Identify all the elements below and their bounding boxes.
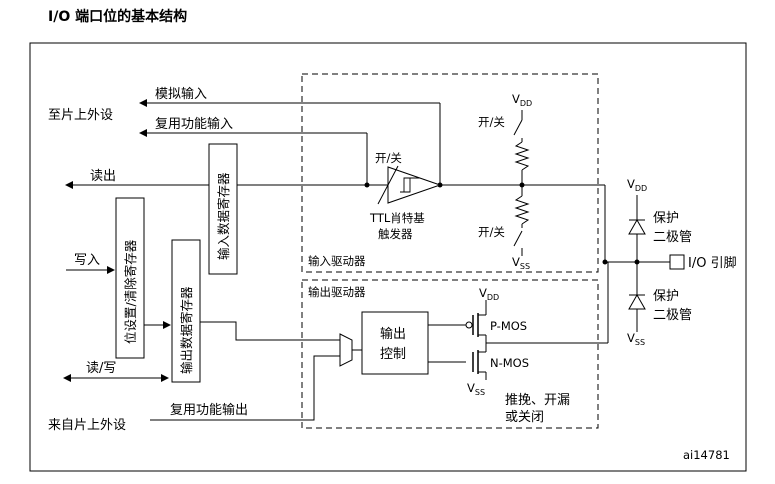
ttl-trigger-label-1: TTL肖特基 — [369, 211, 425, 225]
push-pull-label-2: 或关闭 — [505, 410, 544, 425]
nmos-transistor — [472, 343, 487, 380]
pulldown-vss-label: VSS — [512, 255, 530, 271]
pullup-resistor — [514, 141, 530, 171]
bit-set-reset-register-label: 位设置/清除寄存器 — [123, 239, 138, 344]
pulldown-switch-label: 开/关 — [478, 225, 505, 239]
alt-func-input-label: 复用功能输入 — [155, 116, 233, 132]
diode-upper-label-1: 保护 — [653, 211, 679, 226]
ttl-trigger-label-2: 触发器 — [378, 227, 413, 241]
ttl-switch-label: 开/关 — [375, 151, 402, 165]
pulldown-switch — [513, 230, 523, 247]
pullup-switch-label: 开/关 — [478, 115, 505, 129]
diagram-frame — [29, 42, 747, 472]
output-control-label-2: 控制 — [380, 347, 406, 362]
pulldown-resistor — [514, 195, 530, 225]
io-pin — [669, 254, 685, 270]
output-data-register-label: 输出数据寄存器 — [179, 286, 194, 374]
diode-lower-label-2: 二极管 — [653, 308, 692, 323]
diode-vdd-label: VDD — [627, 177, 647, 193]
pullup-vdd-label: VDD — [512, 92, 532, 108]
output-data-register — [171, 239, 201, 383]
push-pull-label-1: 推挽、开漏 — [505, 392, 570, 408]
nmos-label: N-MOS — [490, 356, 529, 370]
output-driver-label: 输出驱动器 — [308, 285, 366, 299]
output-control-label-1: 输出 — [380, 326, 406, 342]
figure-id: ai14781 — [683, 448, 730, 462]
page-title: I/O 端口位的基本结构 — [48, 9, 188, 25]
read-label: 读出 — [90, 169, 116, 184]
read-write-label: 读/写 — [86, 361, 116, 376]
pullup-switch — [513, 119, 523, 136]
diode-lower-label-1: 保护 — [653, 289, 679, 304]
alt-func-output-line — [150, 355, 340, 421]
output-mux — [339, 333, 353, 367]
output-vdd-label: VDD — [479, 286, 499, 302]
input-driver-box — [301, 73, 599, 273]
diode-upper-label-2: 二极管 — [653, 230, 692, 245]
ttl-schmitt-trigger — [377, 165, 442, 205]
pmos-transistor — [465, 305, 487, 343]
output-vss-label: VSS — [467, 381, 485, 397]
bit-set-reset-register — [115, 197, 145, 359]
output-control-block — [361, 311, 429, 375]
output-driver-box — [301, 279, 599, 429]
protection-diode-lower — [628, 293, 646, 310]
alt-func-output-label: 复用功能输出 — [170, 402, 248, 418]
odr-to-mux-line — [200, 321, 340, 341]
to-peripheral-label: 至片上外设 — [48, 108, 113, 123]
io-pin-label: I/O 引脚 — [688, 255, 737, 271]
protection-diode-upper — [628, 218, 646, 235]
pmos-label: P-MOS — [490, 319, 527, 333]
diode-vss-label: VSS — [627, 331, 645, 347]
input-data-register — [208, 143, 238, 275]
input-driver-label: 输入驱动器 — [308, 254, 366, 268]
write-label: 写入 — [74, 253, 100, 268]
from-peripheral-label: 来自片上外设 — [48, 418, 126, 433]
analog-input-label: 模拟输入 — [155, 86, 207, 102]
input-data-register-label: 输入数据寄存器 — [216, 172, 231, 260]
